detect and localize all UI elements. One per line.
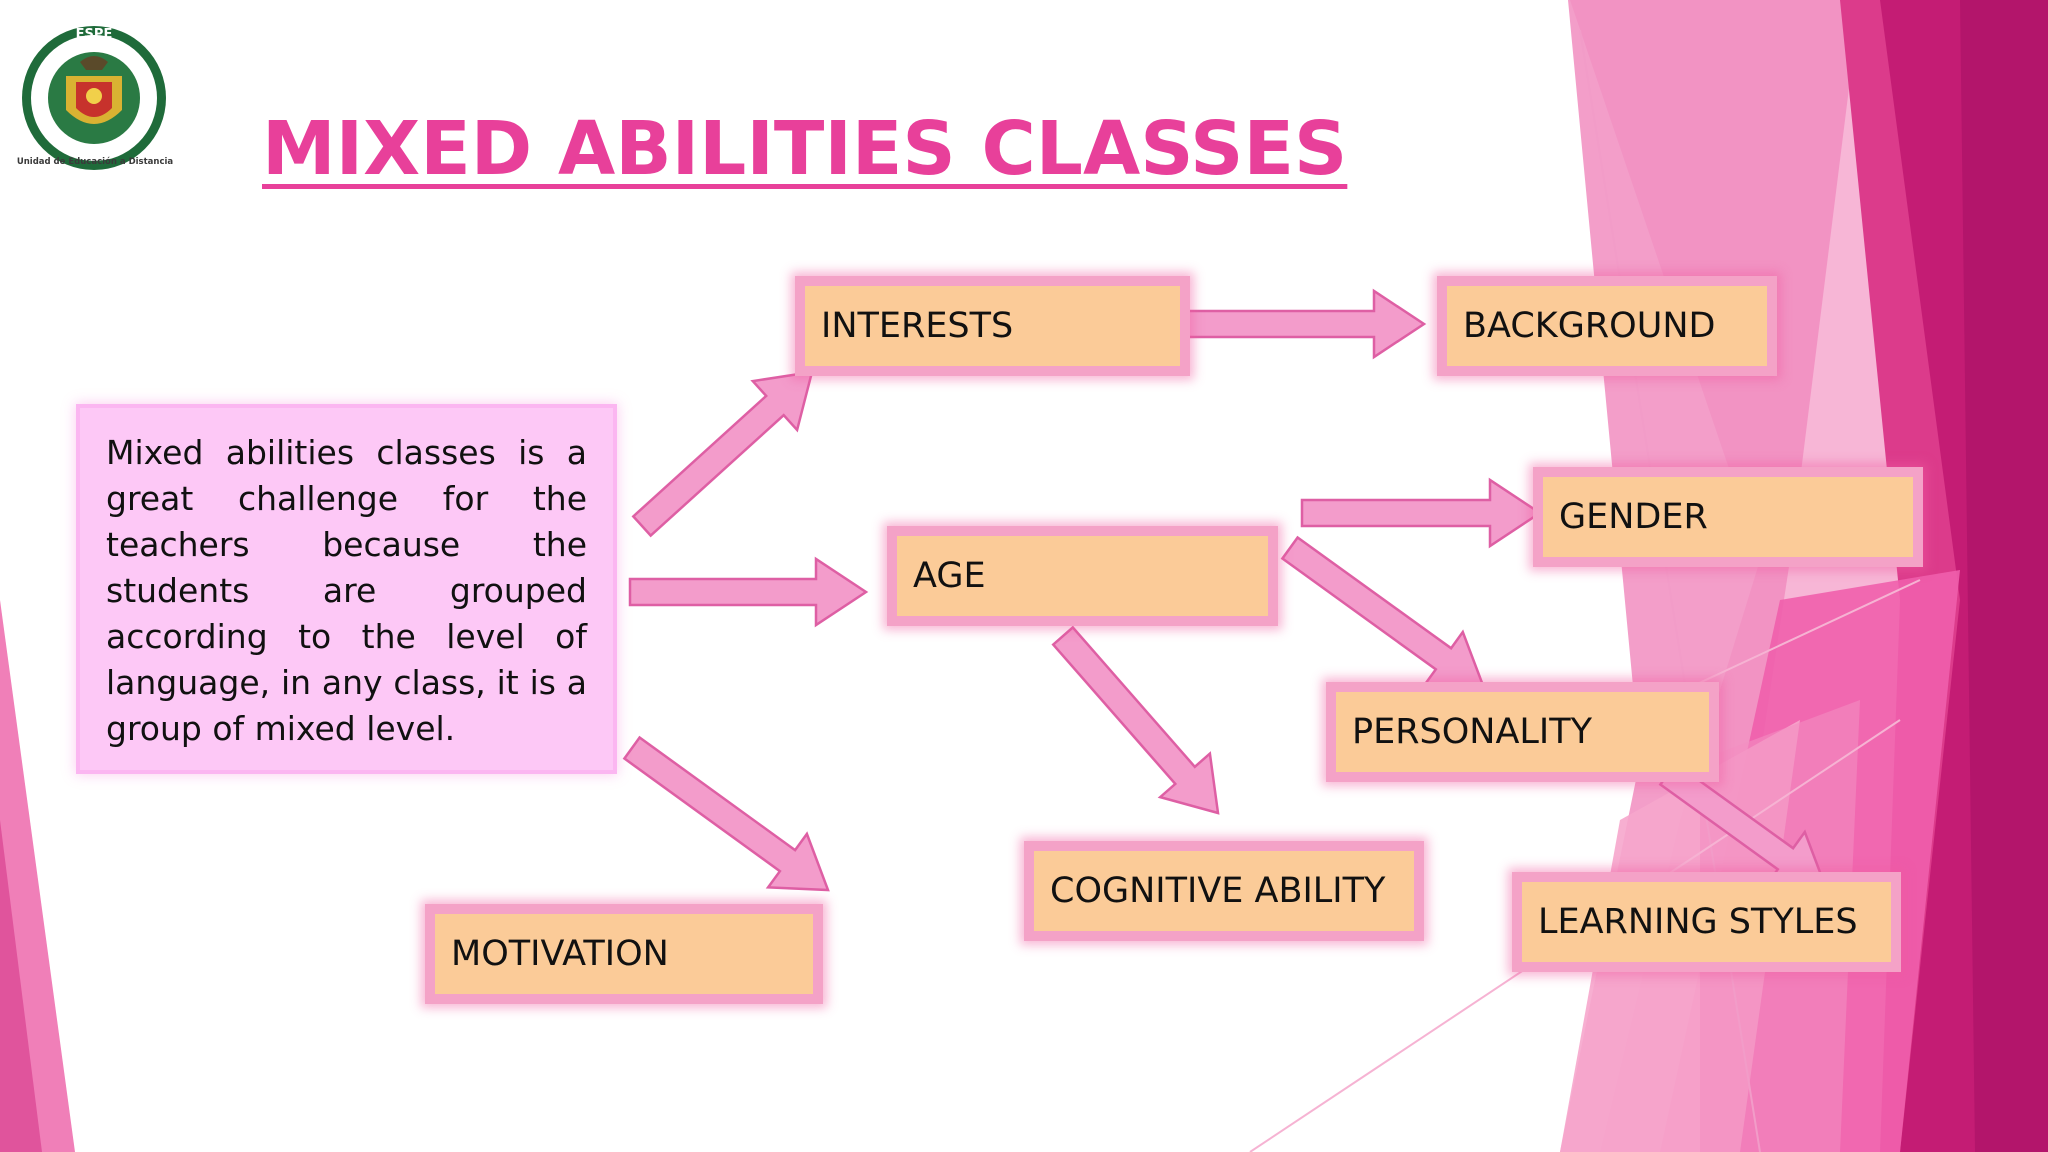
logo-caption: Unidad de Educación a Distancia [16,157,174,167]
node-label-motivation: MOTIVATION [435,914,813,994]
node-label-learning-styles: LEARNING STYLES [1522,882,1891,962]
node-label-age: AGE [897,536,1268,616]
node-personality: PERSONALITY [1326,682,1719,782]
node-gender: GENDER [1533,467,1923,567]
bg-facet [1880,0,1990,1152]
bg-facet-left [0,820,42,1152]
description-text: Mixed abilities classes is a great chall… [106,433,587,748]
university-seal-icon: ESPE UNIVERSIDAD DE LAS FUERZAS ARMADAS [22,26,166,170]
arrow-description-to-motivation [622,735,830,892]
arrow-interests-to-background [1184,288,1427,360]
arrow-age-to-personality [1280,535,1486,690]
slide-title: MIXED ABILITIES CLASSES [262,106,1348,192]
bg-facet [1960,0,2048,1152]
arrow-age-to-gender [1300,477,1543,549]
arrow-age-to-cognitive-ability [1051,625,1220,815]
node-label-background: BACKGROUND [1447,286,1767,366]
arrow-personality-to-learning-styles [1658,761,1828,890]
node-learning-styles: LEARNING STYLES [1512,872,1901,972]
node-label-personality: PERSONALITY [1336,692,1709,772]
logo-top-text: ESPE [76,27,113,42]
arrow-description-to-age [628,556,869,628]
node-label-interests: INTERESTS [805,286,1180,366]
node-interests: INTERESTS [795,276,1190,376]
arrow-description-to-interests [631,370,814,538]
node-cognitive-ability: COGNITIVE ABILITY [1024,841,1424,941]
node-background: BACKGROUND [1437,276,1777,376]
node-label-gender: GENDER [1543,477,1913,557]
node-age: AGE [887,526,1278,626]
description-box: Mixed abilities classes is a great chall… [80,408,613,770]
node-label-cognitive-ability: COGNITIVE ABILITY [1034,851,1414,931]
node-motivation: MOTIVATION [425,904,823,1004]
